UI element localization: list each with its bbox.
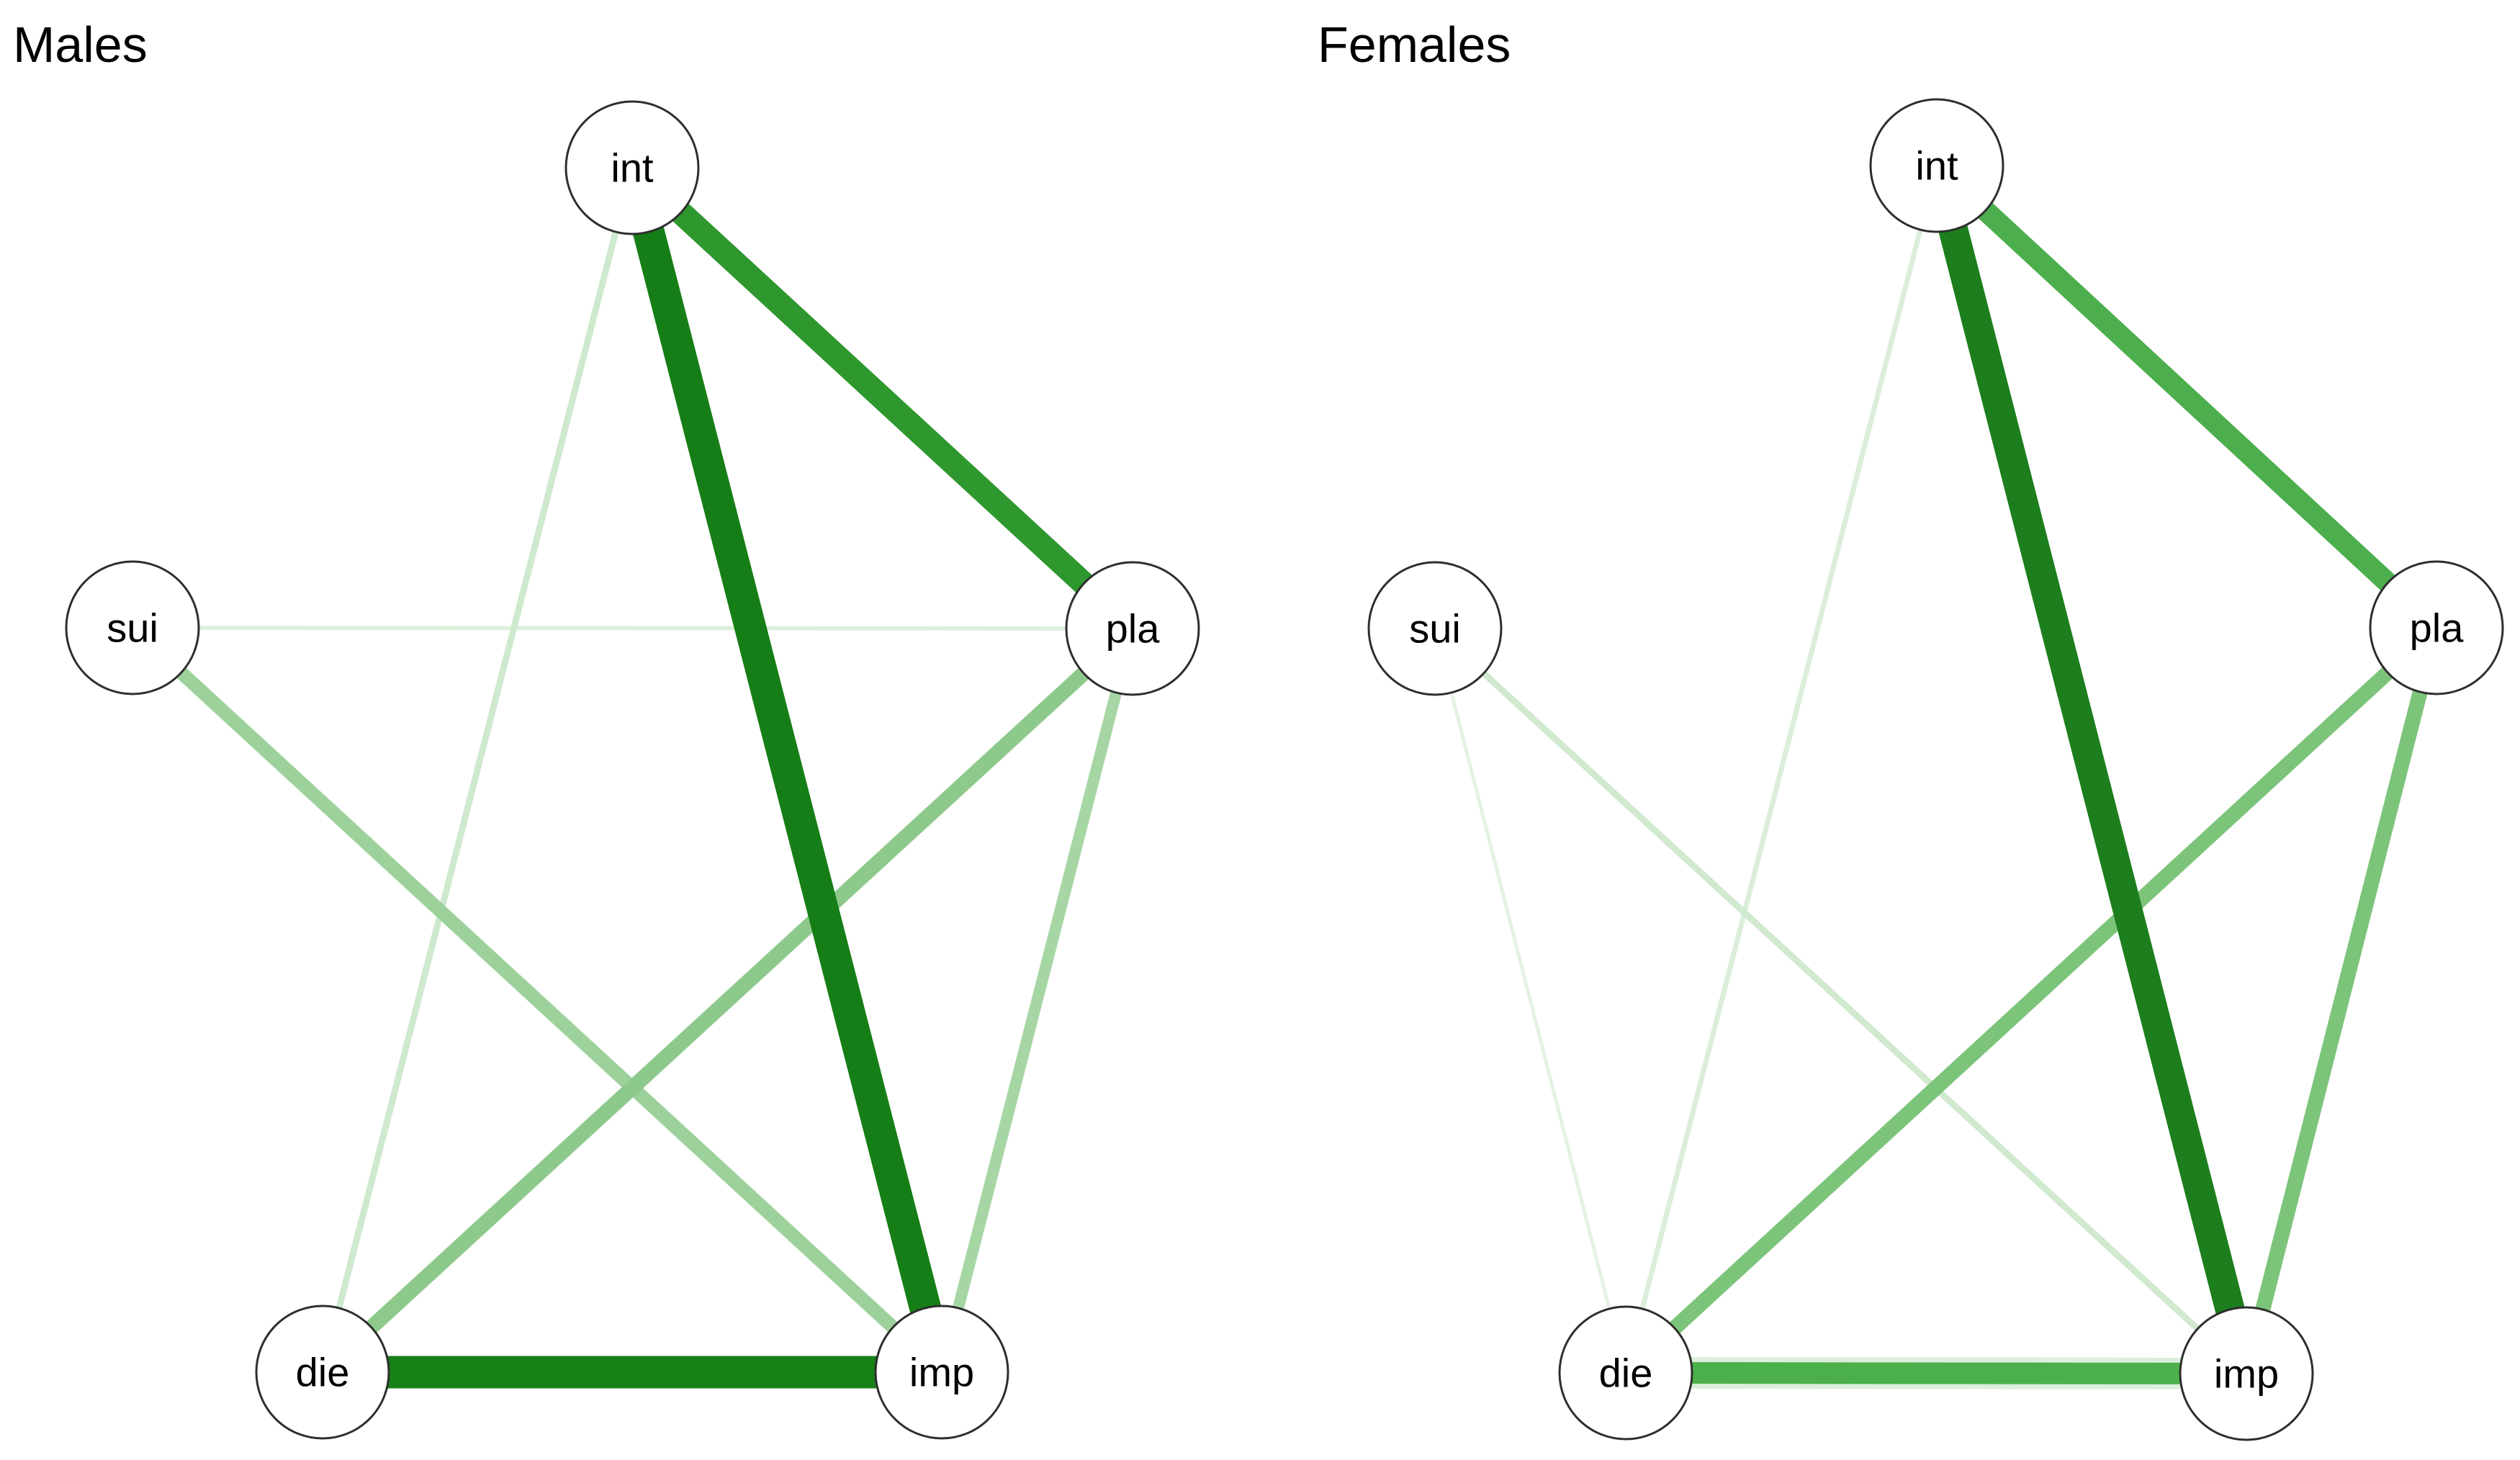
edge-males-sui-imp	[127, 623, 947, 1377]
node-label-males-int: int	[611, 145, 654, 191]
edge-males-int-die	[319, 166, 636, 1374]
edge-males-die-pla	[317, 623, 1138, 1378]
node-males-int	[564, 100, 700, 235]
edge-females-int-die	[1623, 165, 1940, 1374]
edge-males-int-pla	[624, 158, 1141, 638]
edge-females-pla-imp	[2238, 626, 2444, 1376]
edge-females-sui-die	[1433, 628, 1628, 1374]
node-males-die	[255, 1304, 390, 1440]
node-females-pla	[2369, 560, 2504, 695]
node-females-int	[1869, 98, 2004, 233]
node-label-females-pla: pla	[2410, 605, 2465, 651]
node-label-females-int: int	[1915, 143, 1958, 189]
edge-females-int-imp	[1922, 161, 2261, 1378]
panel-title-females: Females	[1318, 17, 1511, 73]
node-females-sui	[1367, 561, 1503, 696]
node-males-pla	[1065, 561, 1200, 696]
node-label-males-sui: sui	[107, 605, 158, 651]
node-females-die	[1558, 1305, 1693, 1441]
node-label-males-pla: pla	[1106, 606, 1161, 652]
node-label-females-imp: imp	[2214, 1351, 2279, 1397]
node-label-males-imp: imp	[909, 1350, 974, 1395]
edge-females-sui-imp	[1432, 626, 2249, 1376]
node-label-males-die: die	[296, 1350, 350, 1395]
node-males-sui	[65, 560, 200, 695]
edge-females-die-imp	[1625, 1362, 2247, 1384]
edge-males-int-imp	[616, 163, 958, 1376]
node-males-imp	[874, 1304, 1009, 1440]
edge-males-pla-imp	[936, 627, 1138, 1374]
node-label-females-die: die	[1599, 1351, 1653, 1396]
edge-females-die-pla	[1620, 622, 2442, 1379]
panel-males: Males int sui pla die imp	[13, 17, 1200, 1440]
panel-title-males: Males	[13, 17, 148, 73]
panel-females: Females int sui pla die imp	[1318, 17, 2504, 1441]
node-females-imp	[2179, 1306, 2314, 1441]
node-label-females-sui: sui	[1409, 606, 1461, 652]
edge-females-int-pla	[1930, 158, 2444, 636]
